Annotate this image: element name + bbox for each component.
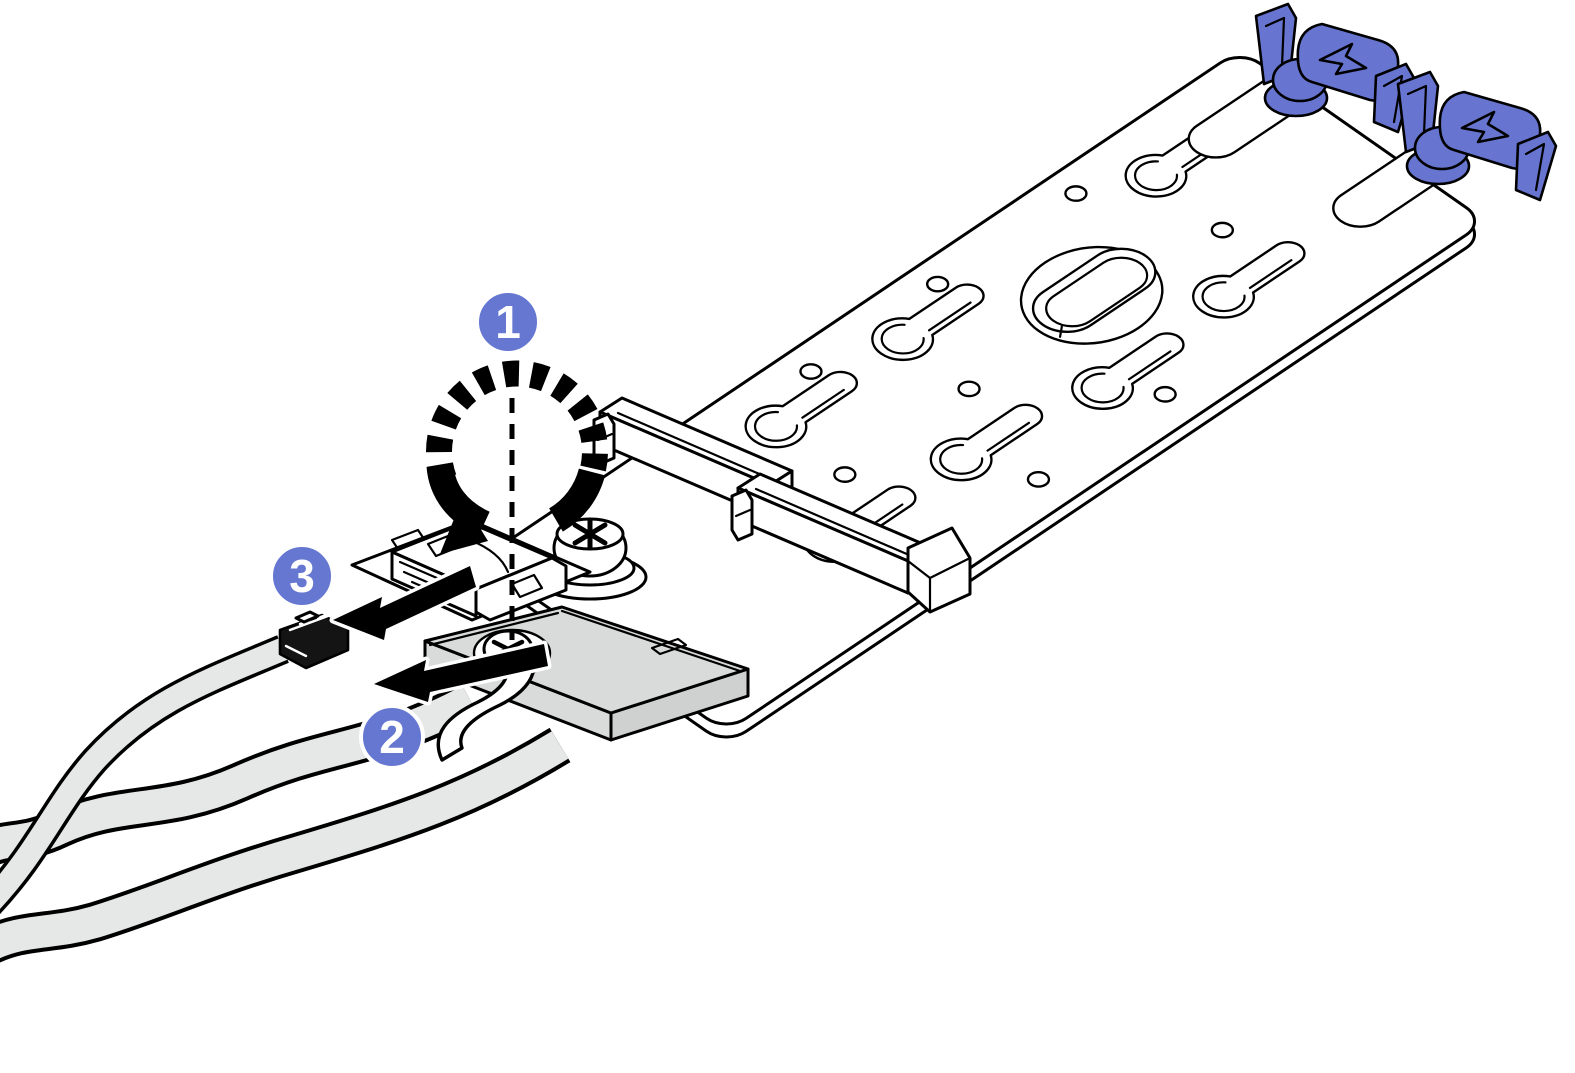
callout-2: 2 xyxy=(359,704,425,770)
center-keyhole-boss xyxy=(992,225,1195,364)
power-cable xyxy=(0,635,289,915)
m2-slot-connector-2 xyxy=(730,472,972,614)
callout-3-label: 3 xyxy=(289,550,315,602)
phillips-head-icon xyxy=(572,517,608,551)
loosen-screw-rotation-symbol xyxy=(426,360,608,640)
callout-2-label: 2 xyxy=(379,711,405,763)
power-cable-plug[interactable] xyxy=(278,610,350,670)
signal-cable-ribbon-2 xyxy=(0,727,571,963)
m2-retainer-clip-2[interactable] xyxy=(1396,70,1558,202)
disconnect-arrow-3 xyxy=(329,562,480,644)
callout-1: 1 xyxy=(475,289,541,355)
callout-3: 3 xyxy=(269,543,335,609)
callout-1-label: 1 xyxy=(495,296,521,348)
cable-bundle[interactable] xyxy=(0,635,571,963)
m2-retainer-clip-1[interactable] xyxy=(1254,2,1416,134)
rotation-arrowhead xyxy=(440,499,488,554)
disconnect-arrow-2 xyxy=(370,640,552,706)
